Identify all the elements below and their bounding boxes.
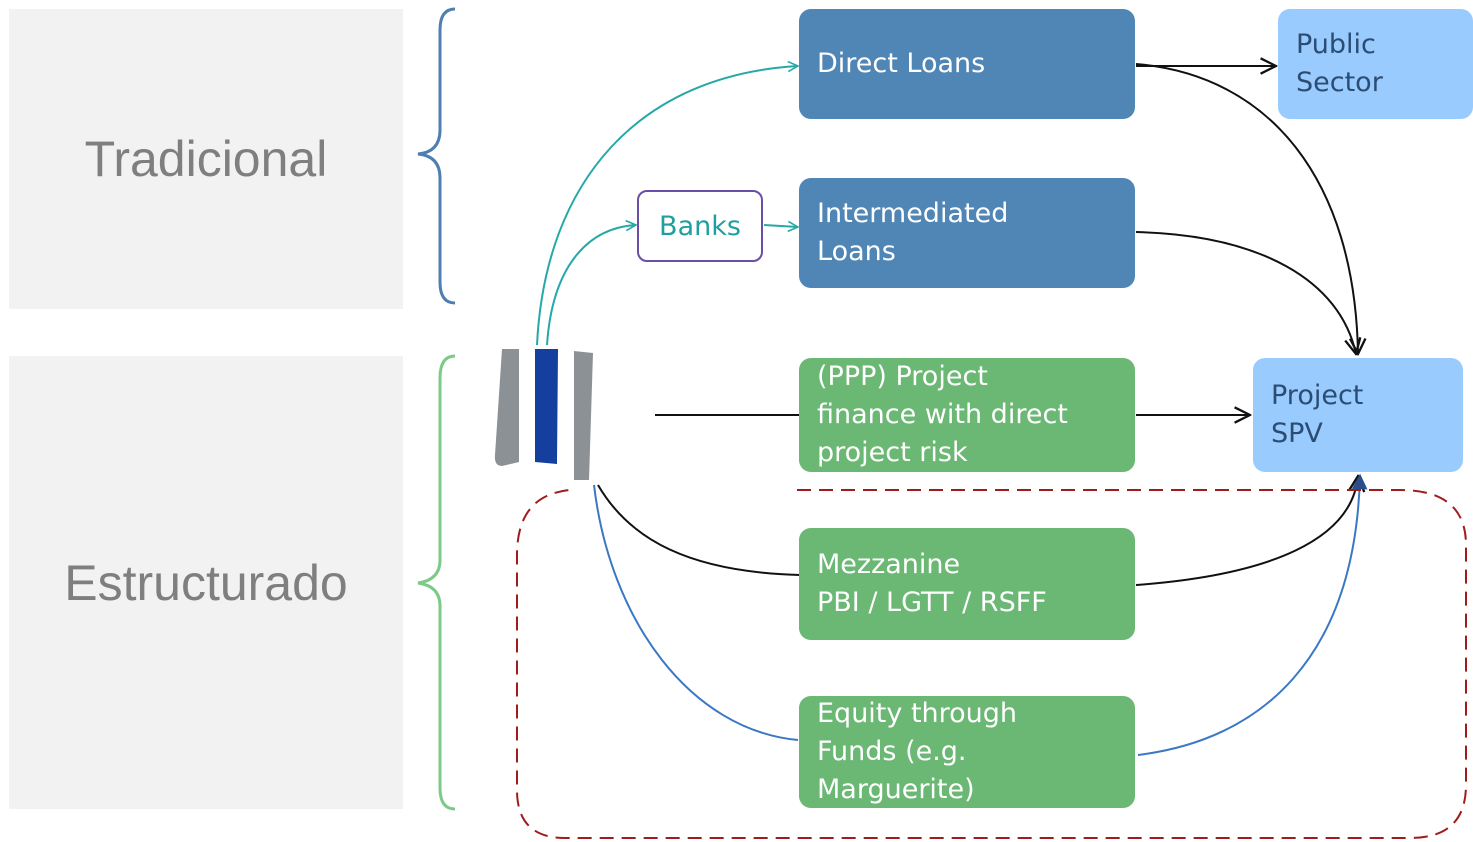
equity-funds-box: Equity through Funds (e.g. Marguerite)	[799, 696, 1135, 808]
intermediated-loans-box: Intermediated Loans	[799, 178, 1135, 288]
brace-traditional	[417, 7, 456, 305]
direct-loans-box: Direct Loans	[799, 9, 1135, 119]
mezzanine-box: Mezzanine PBI / LGTT / RSFF	[799, 528, 1135, 640]
structured-label: Estructurado	[64, 554, 348, 611]
arrow-equity-to-spv	[1137, 476, 1360, 756]
ppp-project-finance-box: (PPP) Project finance with direct projec…	[799, 358, 1135, 472]
banks-box: Banks	[637, 190, 763, 262]
arrow-mezzanine-to-spv	[1135, 476, 1358, 586]
arrow-banks-to-intermediated	[763, 225, 798, 227]
arrow-direct-to-spv	[1135, 63, 1358, 354]
arrow-to-direct-loans	[536, 66, 798, 346]
arrow-intermediated-to-spv	[1135, 231, 1356, 354]
arrow-to-banks	[546, 225, 636, 346]
traditional-panel: Tradicional	[9, 9, 403, 309]
line-to-equity	[593, 484, 799, 741]
public-sector-box: Public Sector	[1278, 9, 1473, 119]
traditional-label: Tradicional	[84, 131, 328, 187]
brace-structured	[417, 354, 456, 811]
eib-logo-icon	[494, 349, 593, 480]
line-to-mezzanine	[597, 484, 801, 576]
dashed-structured-border	[516, 489, 1467, 839]
structured-panel: Estructurado	[9, 356, 403, 809]
project-spv-box: Project SPV	[1253, 358, 1463, 472]
